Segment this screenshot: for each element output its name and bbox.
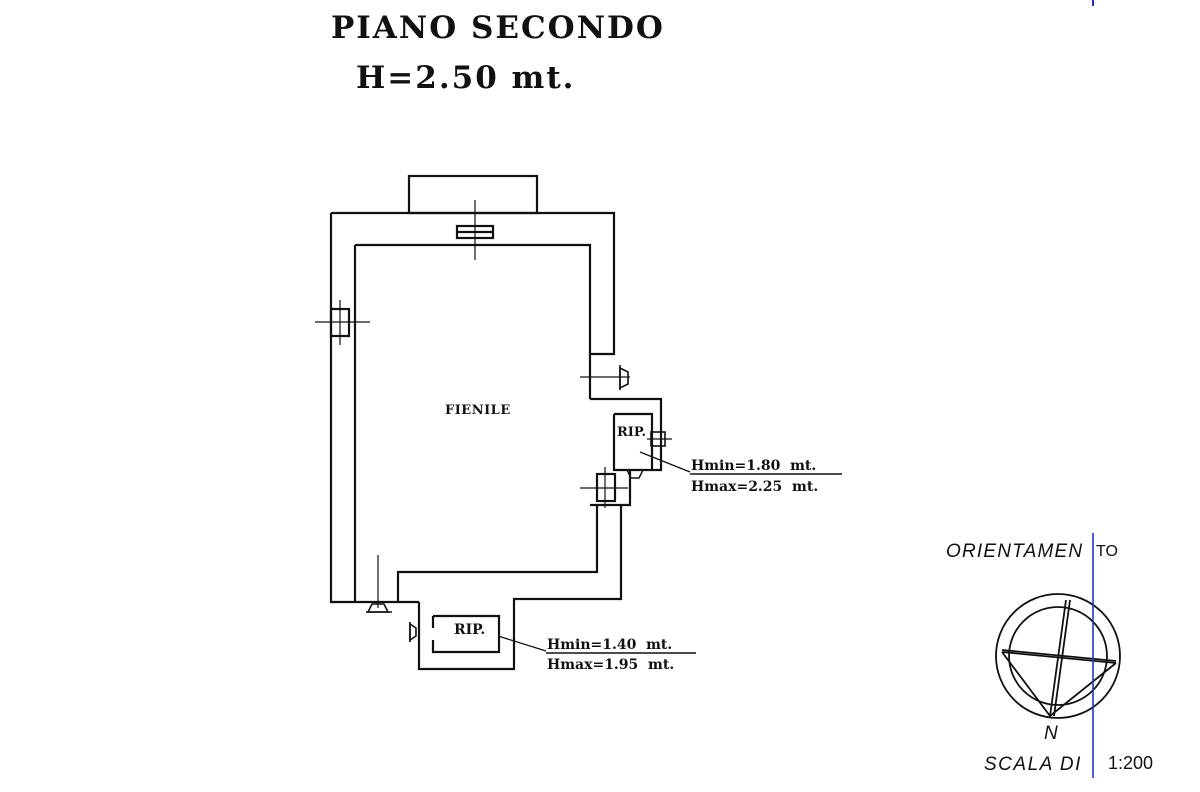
north-label: N bbox=[1044, 723, 1058, 744]
scale-value: 1:200 bbox=[1108, 753, 1153, 773]
inner-wall-bottom bbox=[396, 505, 599, 602]
chimney bbox=[407, 174, 539, 215]
storage-right-wall bbox=[590, 397, 663, 507]
room-label-rip-right: RIP. bbox=[617, 425, 646, 440]
outer-wall-left bbox=[329, 213, 419, 604]
ceiling-height: H=2.50 mt. bbox=[356, 60, 576, 96]
orientation-label: ORIENTAMEN bbox=[946, 541, 1083, 562]
outer-wall bbox=[331, 211, 616, 399]
storage-right-inner bbox=[614, 412, 654, 470]
height-max-right: Hmax=2.25 mt. bbox=[691, 479, 818, 495]
room-label-fienile: FIENILE bbox=[445, 403, 511, 418]
outer-wall-lower bbox=[417, 505, 623, 671]
storage-bottom-inner bbox=[431, 614, 501, 654]
room-label-rip-bottom: RIP. bbox=[454, 622, 485, 638]
floor-title: PIANO SECONDO bbox=[331, 10, 665, 46]
height-min-bottom: Hmin=1.40 mt. bbox=[547, 637, 672, 653]
scale-label: SCALA DI bbox=[984, 754, 1082, 775]
height-max-bottom: Hmax=1.95 mt. bbox=[547, 657, 674, 673]
compass-icon bbox=[995, 593, 1121, 719]
inner-wall bbox=[355, 243, 592, 354]
height-min-right: Hmin=1.80 mt. bbox=[691, 458, 816, 474]
orientation-label-end: TO bbox=[1096, 543, 1118, 560]
